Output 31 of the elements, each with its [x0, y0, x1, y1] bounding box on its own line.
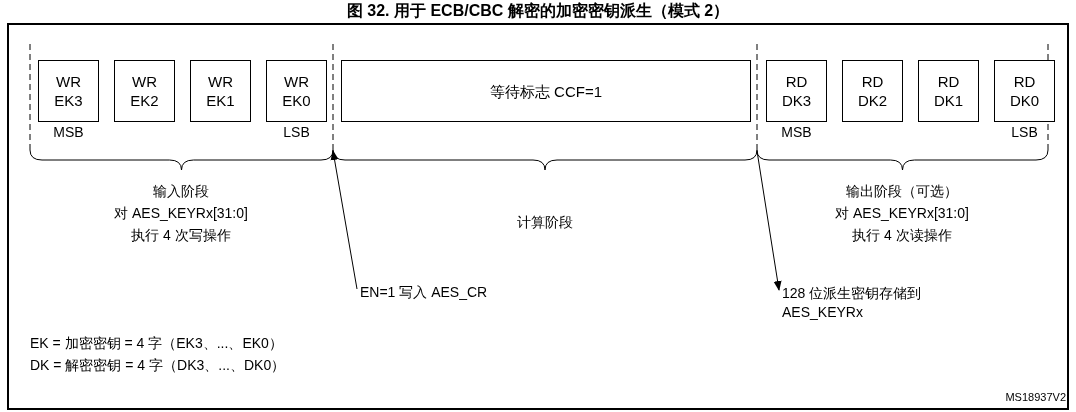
figure-id: MS18937V2 — [1004, 390, 1066, 405]
register-box: WR EK1 — [190, 60, 251, 122]
phase-label: 对 AES_KEYRx[31:0] — [113, 204, 249, 223]
phase-label: 输出阶段（可选） — [845, 182, 959, 201]
register-box: WR EK0 — [266, 60, 327, 122]
register-box: WR EK2 — [114, 60, 175, 122]
register-box: RD DK2 — [842, 60, 903, 122]
bit-order-label: MSB — [52, 123, 85, 142]
arrow — [330, 150, 358, 290]
wait-phase-box: 等待标志 CCF=1 — [341, 60, 751, 122]
phase-label: 执行 4 次写操作 — [130, 226, 232, 245]
phase-label: 对 AES_KEYRx[31:0] — [834, 204, 970, 223]
bit-order-label: MSB — [780, 123, 813, 142]
key-definition-note: EK = 加密密钥 = 4 字（EK3、...、EK0） — [30, 334, 284, 353]
register-box: RD DK3 — [766, 60, 827, 122]
figure-title: 图 32. 用于 ECB/CBC 解密的加密密钥派生（模式 2） — [345, 1, 731, 21]
dashed-boundary-line — [29, 43, 31, 151]
bit-order-label: LSB — [282, 123, 311, 142]
phase-label: 输入阶段 — [152, 182, 210, 201]
dashed-boundary-line — [332, 43, 334, 151]
dashed-boundary-line — [756, 43, 758, 151]
annotation-text: 128 位派生密钥存储到 AES_KEYRx — [782, 284, 942, 322]
annotation-text: EN=1 写入 AES_CR — [360, 283, 490, 302]
register-box: RD DK0 — [994, 60, 1055, 122]
register-box: WR EK3 — [38, 60, 99, 122]
register-box: RD DK1 — [918, 60, 979, 122]
arrow — [756, 150, 782, 291]
phase-label: 执行 4 次读操作 — [851, 226, 953, 245]
bit-order-label: LSB — [1010, 123, 1039, 142]
key-definition-note: DK = 解密密钥 = 4 字（DK3、...、DK0） — [30, 356, 287, 375]
phase-label: 计算阶段 — [516, 213, 574, 232]
